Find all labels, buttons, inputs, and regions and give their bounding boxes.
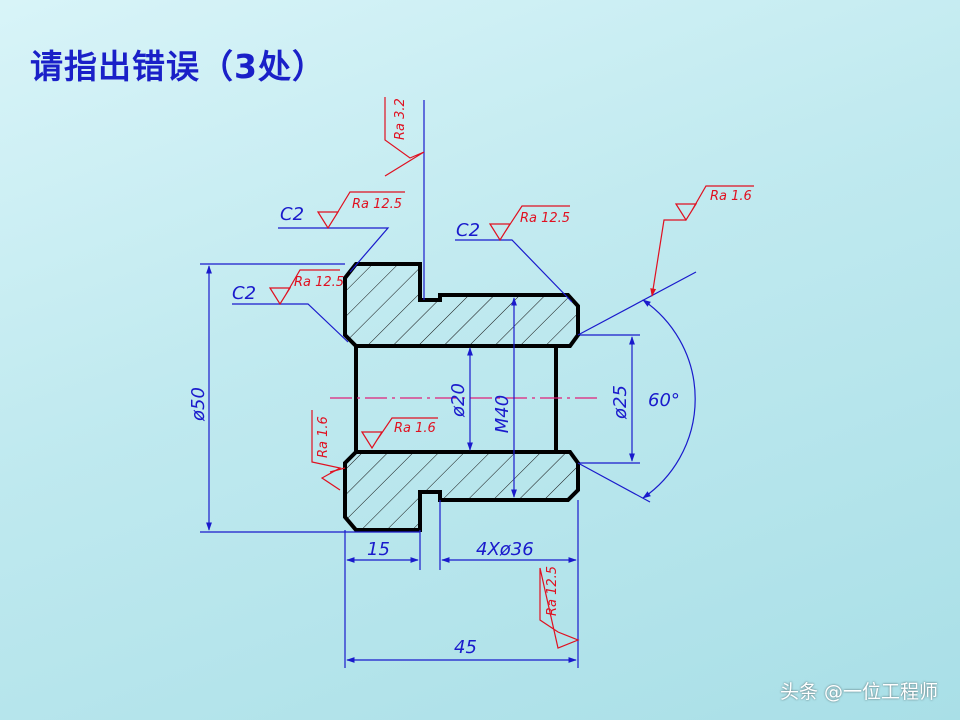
ra-left-face: Ra 1.6	[316, 416, 331, 458]
roughness-symbol-right-c2	[488, 205, 570, 242]
upper-wall-section	[343, 262, 580, 348]
chamfer-top: C2	[280, 204, 304, 225]
roughness-leader	[650, 219, 686, 297]
leader-c2-right	[455, 239, 573, 303]
dim-45: 45	[454, 637, 477, 658]
dim-angle: 60°	[648, 390, 680, 411]
dim-dia25: ø25	[610, 385, 631, 420]
roughness-symbol-top-vertical	[384, 97, 425, 177]
roughness-symbol-top-c2	[316, 191, 405, 230]
roughness-symbol-right-face	[539, 567, 580, 649]
leader-c2-top	[278, 227, 390, 273]
ra-top-c2: Ra 12.5	[352, 197, 402, 212]
ra-bore: Ra 1.6	[394, 421, 436, 436]
dim-dia50: ø50	[188, 387, 209, 422]
ra-left-c2: Ra 12.5	[294, 275, 344, 290]
ra-right-c2: Ra 12.5	[520, 211, 570, 226]
roughness-symbol-left-c2	[268, 269, 340, 306]
part-section	[330, 262, 600, 532]
roughness-symbol-left-face	[311, 410, 342, 491]
chamfer-right: C2	[456, 220, 480, 241]
dimensions	[200, 100, 697, 668]
roughness-symbol-cone	[674, 185, 754, 222]
watermark: 头条 @一位工程师	[779, 681, 938, 703]
dim-groove: 4Xø36	[476, 539, 534, 560]
dim-dia20: ø20	[448, 383, 469, 418]
ra-top-vertical: Ra 3.2	[393, 98, 408, 140]
roughness-symbol-bore	[360, 417, 438, 450]
leader-c2-left	[232, 303, 349, 343]
ra-right-face: Ra 12.5	[545, 566, 560, 616]
page-title: 请指出错误（3处）	[30, 47, 326, 86]
ra-cone: Ra 1.6	[710, 189, 752, 204]
dim-arc-60	[642, 299, 696, 499]
lower-wall-section	[343, 450, 580, 532]
dim-m40: M40	[492, 395, 513, 433]
roughness-symbols	[268, 97, 754, 649]
chamfer-left: C2	[232, 283, 256, 304]
dim-15: 15	[367, 539, 390, 560]
